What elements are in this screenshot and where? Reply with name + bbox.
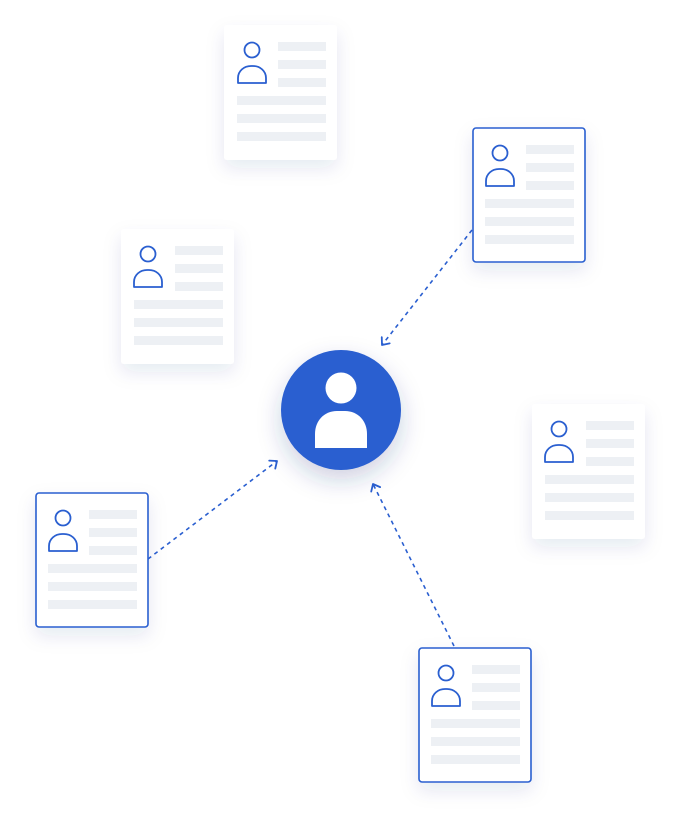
- user-icon: [48, 509, 78, 552]
- user-icon: [237, 41, 267, 84]
- connection-line-left-lower: [147, 459, 278, 560]
- profile-card-left-lower: [35, 492, 149, 628]
- user-icon: [133, 245, 163, 288]
- profile-card-bottom: [418, 647, 532, 783]
- connection-line-bottom: [370, 483, 455, 647]
- user-icon: [431, 664, 461, 707]
- profile-card-right-upper: [472, 127, 586, 263]
- connections-layer: [147, 229, 473, 647]
- connection-line-right-upper: [380, 229, 473, 346]
- central-user-hub: [281, 350, 401, 470]
- user-icon: [485, 144, 515, 187]
- profile-card-right-middle: [532, 404, 645, 539]
- profile-card-top: [224, 25, 337, 160]
- profile-card-left-upper: [121, 229, 234, 364]
- user-avatar-icon: [315, 372, 367, 448]
- user-icon: [544, 420, 574, 463]
